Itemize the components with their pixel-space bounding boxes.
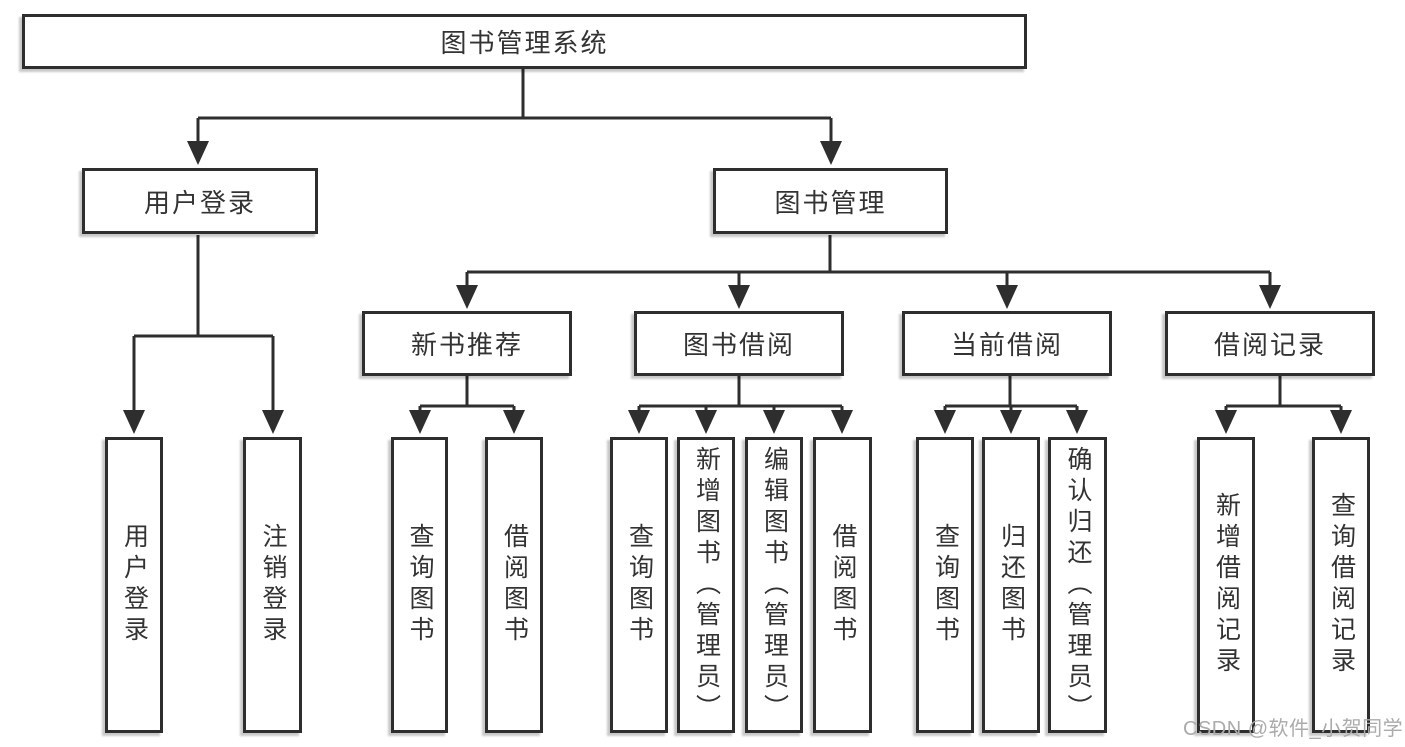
node-book-borrow-label: 图书借阅 <box>682 330 795 360</box>
leaf-records-add-label: 新增借阅记录 <box>1212 492 1241 678</box>
connector-level1 <box>196 68 833 141</box>
leaf-borrow-borrow-label: 借阅图书 <box>829 523 857 647</box>
leaf-current-return: 归还图书 <box>982 437 1040 733</box>
leaf-user-login: 用户登录 <box>105 437 163 733</box>
arrowhead <box>1000 410 1022 434</box>
arrowhead <box>1330 410 1352 434</box>
arrowhead <box>934 410 956 434</box>
arrowhead <box>1259 285 1281 309</box>
leaf-borrow-add-label: 新增图书（管理员） <box>692 445 721 725</box>
arrowhead <box>123 410 145 434</box>
arrowhead <box>1215 410 1237 434</box>
leaf-records-add: 新增借阅记录 <box>1197 437 1255 733</box>
connector-new-books-branch <box>418 376 516 410</box>
arrowhead <box>996 285 1018 309</box>
leaf-newbooks-query: 查询图书 <box>391 437 448 733</box>
arrowhead <box>820 141 842 165</box>
leaf-logout: 注销登录 <box>243 437 302 733</box>
leaf-logout-label: 注销登录 <box>259 523 287 647</box>
node-borrow-records: 借阅记录 <box>1165 311 1375 376</box>
leaf-newbooks-borrow-label: 借阅图书 <box>500 523 529 647</box>
node-book-borrow: 图书借阅 <box>634 311 844 376</box>
arrowhead <box>628 410 650 434</box>
node-borrow-records-label: 借阅记录 <box>1213 330 1326 360</box>
arrowhead <box>187 141 209 165</box>
leaf-user-login-label: 用户登录 <box>120 523 149 647</box>
connector-book-mgmt-branch <box>465 235 1272 285</box>
node-root: 图书管理系统 <box>22 14 1027 69</box>
connector-book-borrow-branch <box>637 376 844 410</box>
leaf-current-return-label: 归还图书 <box>997 523 1026 647</box>
node-user-login: 用户登录 <box>82 168 318 234</box>
arrowheads-book-mgmt-branch <box>456 285 1281 309</box>
csdn-watermark: CSDN @软件_小贺同学 <box>1183 718 1404 740</box>
leaf-borrow-edit: 编辑图书（管理员） <box>745 437 803 733</box>
connector-current-borrow-branch <box>943 376 1079 410</box>
arrowhead <box>831 410 853 434</box>
leaf-records-query: 查询借阅记录 <box>1312 437 1370 733</box>
arrowheads-borrow-records-branch <box>1215 410 1352 434</box>
leaf-borrow-edit-label: 编辑图书（管理员） <box>760 445 789 725</box>
leaf-borrow-query: 查询图书 <box>610 437 668 733</box>
node-current-borrow-label: 当前借阅 <box>950 330 1063 360</box>
arrowhead <box>1066 410 1088 434</box>
arrowheads-new-books-branch <box>409 410 525 434</box>
node-user-login-label: 用户登录 <box>143 187 256 218</box>
leaf-current-query: 查询图书 <box>916 437 974 733</box>
node-new-books-label: 新书推荐 <box>410 330 523 360</box>
node-new-books: 新书推荐 <box>362 311 572 376</box>
leaf-newbooks-borrow: 借阅图书 <box>485 437 543 733</box>
arrowhead <box>695 410 717 434</box>
leaf-borrow-query-label: 查询图书 <box>625 523 654 647</box>
leaf-current-query-label: 查询图书 <box>931 523 960 647</box>
leaf-newbooks-query-label: 查询图书 <box>406 523 434 647</box>
arrowhead <box>456 285 478 309</box>
node-book-mgmt: 图书管理 <box>713 168 948 234</box>
arrowhead <box>763 410 785 434</box>
arrowhead <box>503 410 525 434</box>
leaf-borrow-borrow: 借阅图书 <box>813 437 872 733</box>
node-root-label: 图书管理系统 <box>440 28 609 58</box>
arrowheads-book-borrow-branch <box>628 410 853 434</box>
leaf-borrow-add: 新增图书（管理员） <box>677 437 735 733</box>
arrowheads-level1 <box>187 141 842 165</box>
arrowhead <box>262 410 284 434</box>
arrowheads-user-login-branch <box>123 410 284 434</box>
leaf-current-confirm-label: 确认归还（管理员） <box>1064 445 1092 725</box>
node-book-mgmt-label: 图书管理 <box>774 187 887 218</box>
leaf-current-confirm: 确认归还（管理员） <box>1048 437 1107 733</box>
connector-borrow-records-branch <box>1224 376 1343 410</box>
leaf-records-query-label: 查询借阅记录 <box>1327 492 1356 678</box>
arrowhead <box>728 285 750 309</box>
connector-user-login-branch <box>132 235 275 410</box>
arrowhead <box>409 410 431 434</box>
arrowheads-current-borrow-branch <box>934 410 1088 434</box>
node-current-borrow: 当前借阅 <box>902 311 1112 376</box>
